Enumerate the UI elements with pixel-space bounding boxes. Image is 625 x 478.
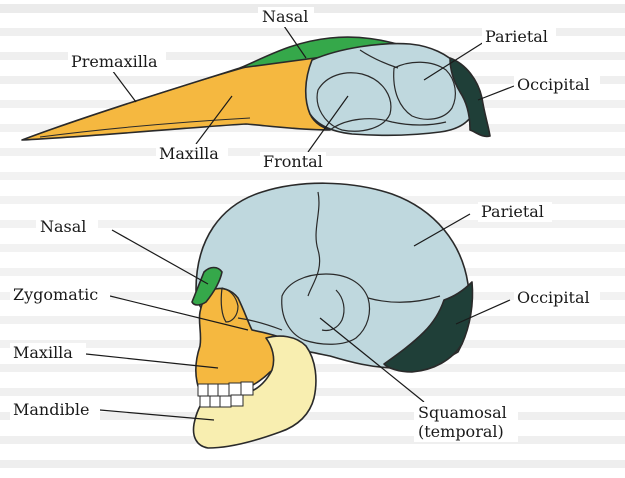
leader-human-maxilla [85, 353, 219, 369]
bird-orbit-outline [316, 72, 392, 132]
label-human-zygomatic: Zygomatic [13, 285, 98, 304]
leader-bird-maxilla [195, 95, 233, 145]
human-orbit-outline [220, 287, 239, 323]
human-skull [191, 182, 474, 449]
leader-bird-premaxilla [111, 69, 137, 103]
label-bird-occipital: Occipital [517, 75, 590, 94]
leader-lines [85, 25, 515, 421]
leader-human-mandible [99, 409, 215, 421]
human-mandible-bone [192, 335, 317, 449]
human-squamosal-suture [281, 273, 371, 345]
human-temporal-detail [321, 289, 345, 332]
leader-bird-occipital [477, 85, 515, 101]
leader-bird-nasal [283, 25, 307, 59]
leader-bird-parietal [423, 41, 485, 81]
leader-human-occipital [455, 299, 511, 325]
label-human-maxilla: Maxilla [13, 343, 73, 362]
label-human-mandible: Mandible [13, 400, 89, 419]
label-human-squamosal: Squamosal [418, 403, 507, 422]
leader-human-zygomatic [109, 295, 249, 331]
human-teeth [197, 381, 254, 408]
leader-bird-frontal [307, 95, 349, 153]
label-bird-parietal: Parietal [485, 27, 548, 46]
label-human-temporal: (temporal) [418, 422, 504, 441]
bird-lower-suture [329, 118, 447, 131]
human-skull-labels: Nasal Zygomatic Maxilla Mandible Parieta… [10, 202, 600, 442]
human-zygomatic-arch [237, 317, 283, 331]
leader-human-parietal [413, 213, 471, 247]
label-human-nasal: Nasal [40, 217, 86, 236]
bird-parietal-suture [393, 61, 456, 120]
bird-cranium-bone [304, 42, 476, 137]
label-bird-maxilla: Maxilla [159, 144, 219, 163]
human-parietal-suture [367, 295, 441, 303]
label-bird-nasal: Nasal [262, 7, 308, 26]
label-bird-premaxilla: Premaxilla [71, 52, 158, 71]
leader-human-nasal [111, 229, 209, 285]
bird-occipital-bone [449, 57, 491, 138]
human-nasal-bone [191, 266, 223, 306]
label-human-occipital: Occipital [517, 288, 590, 307]
bird-frontal-suture [359, 49, 399, 69]
human-occipital-bone [383, 281, 474, 373]
human-maxilla-zygomatic-bone [195, 287, 284, 393]
bird-skull-labels: Nasal Premaxilla Maxilla Parietal Occipi… [68, 7, 600, 172]
bird-beak-lower-line [39, 117, 251, 138]
label-human-parietal: Parietal [481, 202, 544, 221]
bird-skull [21, 36, 491, 141]
leader-human-squamosal [319, 317, 425, 403]
human-coronal-suture [307, 191, 321, 297]
label-bird-frontal: Frontal [263, 152, 323, 171]
